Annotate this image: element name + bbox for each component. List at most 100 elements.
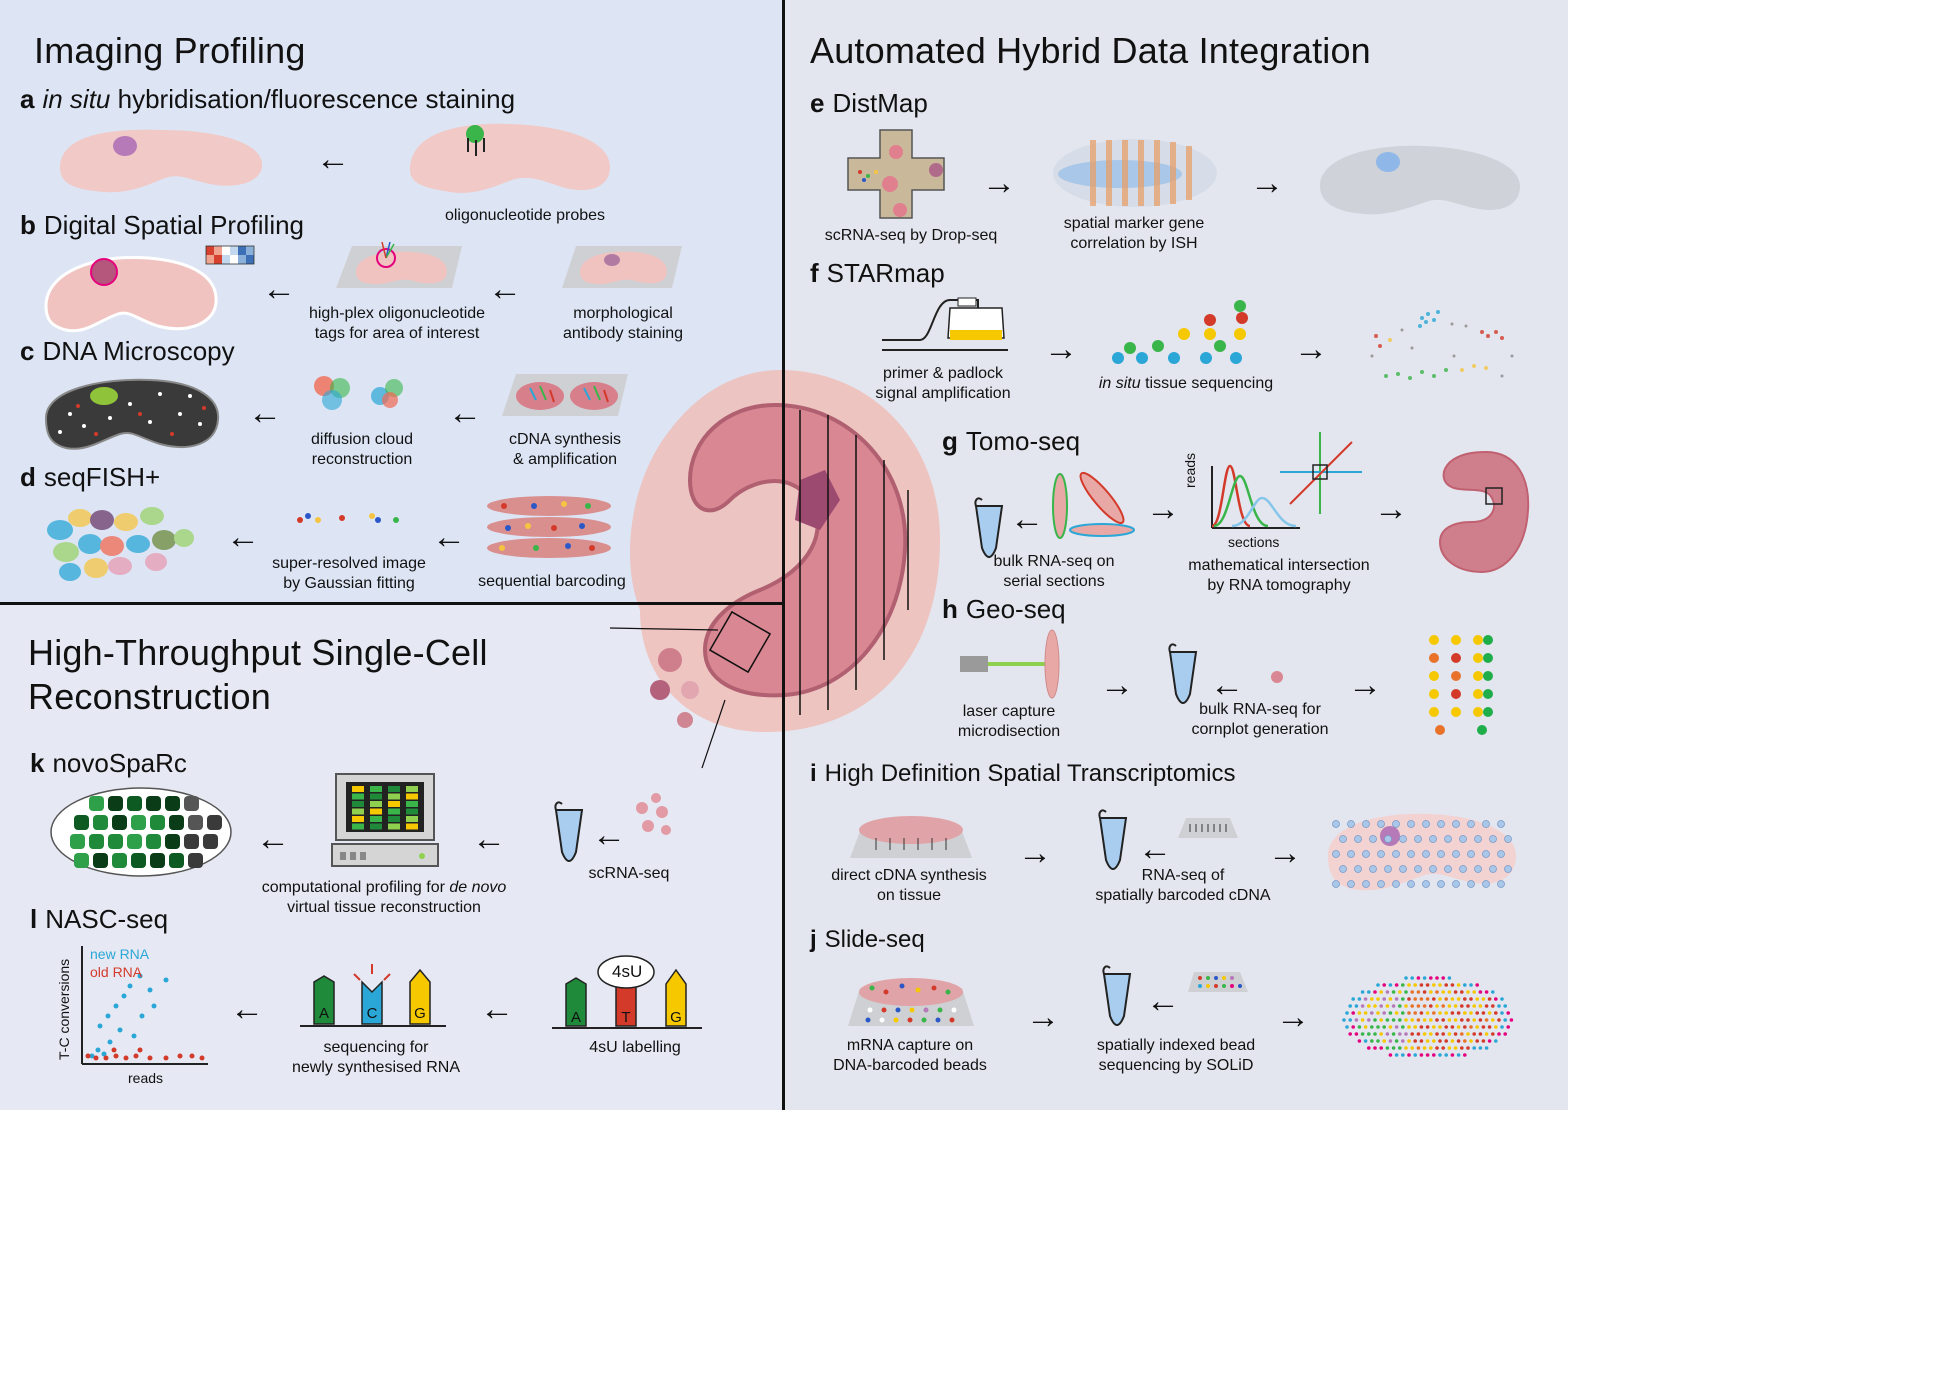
- slideseq-bead: [1385, 1046, 1390, 1050]
- slideseq-bead: [1391, 990, 1396, 994]
- slideseq-bead: [1447, 1004, 1452, 1008]
- old-rna-point: [85, 1053, 91, 1059]
- slideseq-bead: [1394, 1011, 1399, 1015]
- slideseq-bead: [1500, 997, 1504, 1001]
- virtual-tissue-cell: [207, 815, 222, 830]
- old-rna-point: [189, 1053, 195, 1059]
- section-l-base1-g: G: [414, 1005, 426, 1022]
- slideseq-bead: [1404, 1032, 1408, 1036]
- section-a-title-rest: hybridisation/fluorescence staining: [110, 84, 516, 114]
- hdst-bead: [1444, 865, 1452, 873]
- section-a-tissue-right: [410, 123, 610, 193]
- section-l-legend-new: new RNA: [90, 946, 150, 962]
- screen-bar-cell: [352, 816, 364, 822]
- slideseq-bead: [1419, 997, 1424, 1001]
- slideseq-bead: [1404, 976, 1408, 980]
- virtual-tissue-cell: [93, 853, 108, 868]
- old-rna-point: [93, 1055, 99, 1061]
- slideseq-bead: [1425, 1025, 1430, 1029]
- slideseq-bead: [1345, 1011, 1349, 1015]
- section-c-caption-cdna: cDNA synthesis & amplification: [480, 430, 650, 470]
- slideseq-bead: [1429, 1046, 1433, 1050]
- slideseq-bead: [1379, 990, 1383, 994]
- hdst-bead: [1414, 835, 1422, 843]
- slideseq-bead: [1357, 1011, 1362, 1015]
- slideseq-bead: [1444, 1011, 1448, 1015]
- slideseq-bead: [1348, 1032, 1352, 1036]
- section-f-caption-sequencing-italic: in situ: [1098, 375, 1141, 392]
- slideseq-bead: [1481, 1011, 1486, 1015]
- new-rna-point: [113, 1003, 119, 1009]
- hdst-bead: [1437, 880, 1445, 888]
- hdst-bead: [1504, 865, 1512, 873]
- arrow-left-b1: ←: [262, 270, 296, 308]
- slideseq-bead: [1456, 1053, 1461, 1057]
- section-d-cell-cluster: [47, 507, 194, 581]
- section-i-hdst-beads: [1332, 820, 1512, 888]
- slideseq-bead: [1478, 1004, 1483, 1008]
- slideseq-bead: [1367, 1004, 1371, 1008]
- screen-bar-cell: [352, 823, 364, 830]
- slideseq-bead: [1345, 1025, 1349, 1029]
- section-l-scatter-plot: [81, 946, 208, 1065]
- slideseq-bead: [1429, 976, 1433, 980]
- slideseq-bead: [1363, 1025, 1368, 1029]
- section-e-ish-embryo: [1053, 139, 1217, 207]
- old-rna-point: [133, 1053, 139, 1059]
- hdst-bead: [1422, 820, 1430, 828]
- screen-bar-cell: [370, 816, 382, 822]
- hdst-bead: [1422, 880, 1430, 888]
- section-c-caption-diffusion-line1: diffusion cloud: [311, 431, 413, 448]
- screen-bar-cell: [388, 801, 400, 807]
- slideseq-bead: [1407, 1039, 1411, 1043]
- slideseq-bead: [1506, 1025, 1510, 1029]
- section-i-tissue-slide: [850, 816, 972, 858]
- slideseq-bead: [1435, 1046, 1439, 1050]
- screen-bar-cell: [370, 808, 382, 815]
- screen-bar-cell: [388, 793, 400, 800]
- slideseq-bead: [1453, 990, 1458, 994]
- slideseq-bead: [1429, 1032, 1433, 1036]
- screen-bar-cell: [388, 823, 400, 830]
- slideseq-bead: [1475, 997, 1479, 1001]
- slideseq-bead: [1407, 997, 1411, 1001]
- slideseq-bead: [1450, 1011, 1455, 1015]
- hdst-bead: [1339, 835, 1347, 843]
- section-g-caption-math: mathematical intersection by RNA tomogra…: [1164, 556, 1394, 596]
- virtual-tissue-cell: [169, 853, 184, 868]
- section-k-caption-computational: computational profiling for de novo virt…: [246, 878, 522, 918]
- slideseq-bead: [1453, 1046, 1458, 1050]
- arrow-right-g2: →: [1374, 490, 1408, 528]
- slideseq-bead: [1432, 1025, 1436, 1029]
- slideseq-bead: [1363, 1011, 1368, 1015]
- slideseq-bead: [1460, 1032, 1464, 1036]
- slideseq-bead: [1407, 1025, 1411, 1029]
- screen-bar-cell: [352, 793, 364, 800]
- hdst-bead: [1474, 865, 1482, 873]
- slideseq-bead: [1416, 1004, 1421, 1008]
- slideseq-bead: [1391, 1046, 1396, 1050]
- new-rna-point: [137, 973, 143, 979]
- section-k-single-cells: [636, 793, 671, 835]
- section-b-tissue-slide-1: [336, 241, 462, 288]
- slideseq-bead: [1398, 1046, 1402, 1050]
- section-e-caption-ish-line1: spatial marker gene: [1063, 215, 1205, 232]
- hdst-bead: [1482, 850, 1490, 858]
- hdst-bead: [1407, 820, 1415, 828]
- slideseq-bead: [1388, 1011, 1393, 1015]
- hdst-bead: [1407, 850, 1415, 858]
- slideseq-bead: [1466, 1046, 1470, 1050]
- section-g-intersection-cross: [1280, 432, 1362, 514]
- slideseq-bead: [1398, 990, 1402, 994]
- section-h-caption-laser: laser capture microdisection: [934, 702, 1084, 742]
- hdst-bead: [1392, 850, 1400, 858]
- section-k-tube: [554, 801, 584, 862]
- hdst-bead: [1452, 880, 1460, 888]
- virtual-tissue-cell: [108, 834, 123, 849]
- slideseq-bead: [1373, 1004, 1377, 1008]
- new-rna-point: [105, 1013, 111, 1019]
- arrow-left-d2: ←: [432, 518, 466, 556]
- virtual-tissue-cell: [150, 815, 165, 830]
- arrow-right-i1: →: [1018, 834, 1052, 872]
